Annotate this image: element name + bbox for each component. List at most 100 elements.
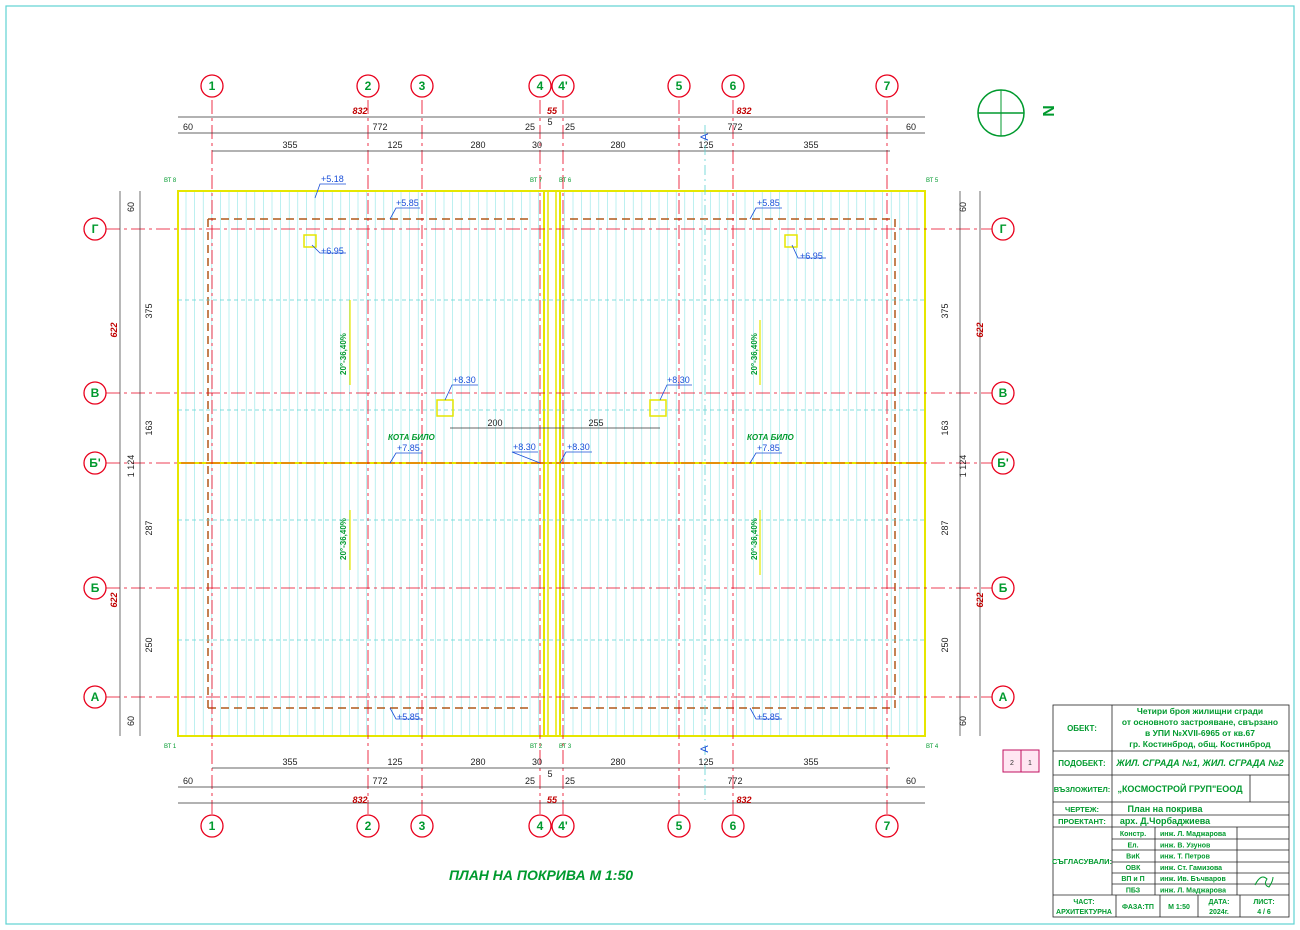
dim-bot-r1-5: 125 [698,757,713,767]
downpipe-bt3: ВТ 3 [559,744,572,750]
grid-bubble-circle [83,451,107,475]
dim-top-r2-0: 60 [183,122,193,132]
dim-right-622-top: 622 [975,322,985,337]
grid-bubble-v: 3 [410,74,434,98]
grid-bubble-v: 4 [528,74,552,98]
tb-approval-part: ОВК [1126,865,1142,872]
title-block [1052,704,1290,918]
grid-label: Б [999,581,1008,595]
grid-label: 4 [537,819,544,833]
grid-bubble-circle [875,814,899,838]
grid-label: Б' [89,456,101,470]
elev-5-85-tl: +5.85 [396,198,419,208]
dim-bot-832-left: 832 [352,795,367,805]
grid-label: 1 [209,819,216,833]
downpipe-bt8: ВТ 8 [164,178,177,184]
tb-approval-part: ВП и П [1121,876,1144,883]
tb-designer: арх. Д.Чорбаджиева [1120,816,1211,826]
dim-left-250: 250 [144,637,154,652]
grid-bubble-circle [991,451,1015,475]
dim-bot-r1-6: 355 [803,757,818,767]
grid-bubble-v: 7 [875,814,899,838]
dim-top-r3-2: 280 [470,140,485,150]
elevation-markers [311,183,826,720]
grid-bubble-v: 7 [875,74,899,98]
grid-bubble-circle [667,74,691,98]
grid-label: А [999,690,1008,704]
north-arrow-icon [977,89,1025,137]
dim-top-r2-6: 60 [906,122,916,132]
dim-top-r2-3: 5 [547,117,552,127]
mini-key-plan: 2 1 [1002,749,1040,773]
grid-bubble-v: 4 [528,814,552,838]
dim-top-r2-5: 772 [727,122,742,132]
grid-bubble-h: А [83,685,107,709]
ridge-lines [178,299,925,641]
elev-5-85-tr: +5.85 [757,198,780,208]
slope-right-lower: 20°-36,40% [750,518,759,560]
tb-approval-part: ВиК [1126,854,1140,861]
tb-approval-name: инж. В. Узунов [1160,842,1211,849]
tb-date: 2024г. [1209,909,1229,916]
tb-approval-name: инж. Т. Петров [1160,854,1211,861]
tb-client: „КОСМОСТРОЙ ГРУП"ЕООД [1117,783,1243,794]
grid-label: Б' [997,456,1009,470]
grid-bubble-h: А [991,685,1015,709]
grid-bubble-circle [528,74,552,98]
dim-bot-r1-4: 280 [610,757,625,767]
dim-top-r3-3: 30 [532,140,542,150]
grid-bubble-v: 2 [356,814,380,838]
grid-bubble-circle [410,74,434,98]
dim-left-1124: 1 124 [126,455,136,478]
slope-left-lower: 20°-36,40% [339,518,348,560]
dim-bot-r1-1: 125 [387,757,402,767]
grid-bubble-circle [991,381,1015,405]
tb-approval-name: инж. Л. Маджарова [1160,831,1226,838]
grid-label: Г [92,222,99,236]
grid-label: В [91,386,100,400]
dim-bot-r2-2: 25 [525,776,535,786]
dim-bot-r2-1: 772 [372,776,387,786]
dim-bot-r1-0: 355 [282,757,297,767]
dim-top-55: 55 [547,106,558,116]
grid-label: 4' [558,819,568,833]
dim-right-1124: 1 124 [958,455,968,478]
tb-client-label: ВЪЗЛОЖИТЕЛ: [1054,785,1111,794]
grid-label: 2 [365,819,372,833]
slope-right-upper: 20°-36,40% [750,333,759,375]
tb-approval-name: инж. Л. Маджарова [1160,888,1226,895]
tb-subobject-label: ПОДОБЕКТ: [1058,759,1105,768]
dim-right-60-bottom: 60 [958,716,968,726]
grid-bubble-circle [83,576,107,600]
dim-right-60-top: 60 [958,202,968,212]
grid-bubble-circle [721,814,745,838]
grid-bubble-v: 5 [667,74,691,98]
elev-5-85-bl: +5.85 [397,712,420,722]
tb-approved-label: СЪГЛАСУВАЛИ: [1052,857,1112,866]
elev-6-95-right: +6.95 [800,251,823,261]
slope-left-upper: 20°-36,40% [339,333,348,375]
roof-outline [177,190,926,737]
dim-inner-200: 200 [487,418,502,428]
tb-subobject: ЖИЛ. СГРАДА №1, ЖИЛ. СГРАДА №2 [1115,758,1283,768]
dim-top-r3-4: 280 [610,140,625,150]
grid-label: Г [1000,222,1007,236]
downpipe-bt7: ВТ 7 [530,178,543,184]
side-dims-right: 60 375 163 287 250 60 622 622 1 124 [940,202,985,726]
grid-bubble-v: 6 [721,74,745,98]
dim-top-r3-5: 125 [698,140,713,150]
grid-label: Б [91,581,100,595]
tb-date-label: ДАТА: [1209,899,1230,906]
grid-label: 2 [365,79,372,93]
grid-bubble-h: Б [83,576,107,600]
north-label: N [1041,105,1058,117]
side-dims-left: 60 375 163 287 250 60 622 622 1 124 [109,202,154,726]
grid-label: 4 [537,79,544,93]
grid-label: 5 [676,819,683,833]
tb-approval-name: инж. Ив. Бъчваров [1160,876,1226,883]
grid-bubble-h: Б' [991,451,1015,475]
dim-top-r2-4: 25 [565,122,575,132]
